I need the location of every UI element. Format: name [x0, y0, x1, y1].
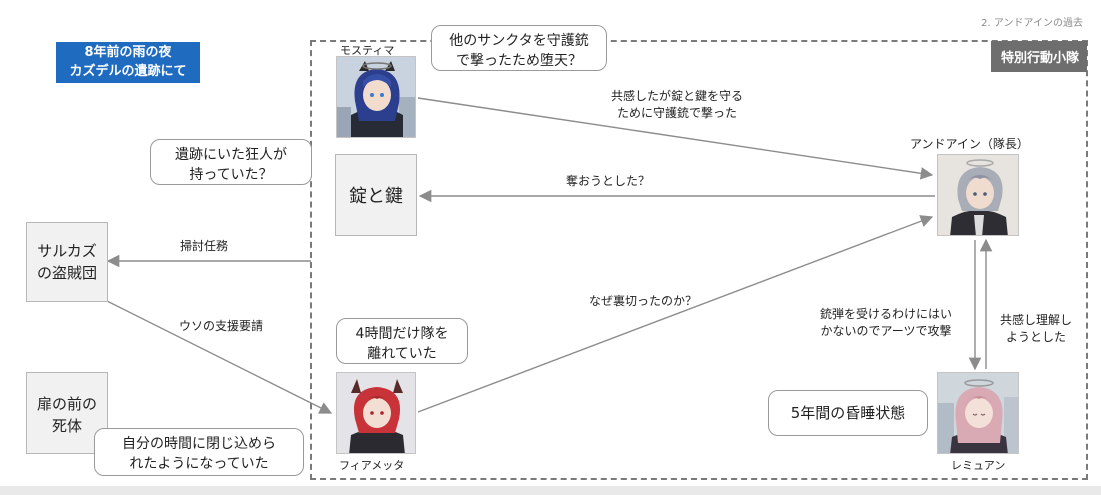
edge-label-fiammetta-andoain: なぜ裏切ったのか？	[568, 293, 718, 310]
slide-subtitle: 2. アンドアインの過去	[981, 14, 1083, 29]
mostima-portrait	[336, 56, 416, 138]
scene-line-1: 8年前の雨の夜	[56, 43, 200, 62]
corpse-bubble-line-2: れたようになっていた	[105, 454, 293, 474]
scene-badge: 8年前の雨の夜 カズデルの遺跡にて	[56, 42, 200, 83]
sarkaz-label-line-1: サルカズ	[37, 240, 97, 262]
edge-label-andoain-lemuen-line-1: 銃弾を受けるわけにはい	[806, 306, 966, 323]
scene-line-2: カズデルの遺跡にて	[56, 62, 200, 81]
corpse-label-line-1: 扉の前の	[37, 393, 97, 415]
andoain-portrait	[937, 154, 1019, 236]
edge-label-sarkaz-fiammetta: ウソの支援要請	[156, 318, 286, 335]
andoain-name: アンドアイン（隊長）	[910, 135, 1029, 152]
lemuen-name: レミュアン	[951, 457, 1005, 473]
lemuen-figure	[938, 373, 1019, 454]
sarkaz-label-line-2: の盗賊団	[37, 262, 97, 284]
corpse-label-line-2: 死体	[52, 415, 82, 437]
mostima-bubble: 他のサンクタを守護銃 で撃ったため堕天？	[431, 25, 607, 71]
fiammetta-bubble-line-2: 離れていた	[347, 344, 457, 364]
edge-label-mostima-andoain-line-2: ために守護銃で撃った	[592, 105, 762, 122]
mostima-figure	[337, 57, 416, 138]
mostima-bubble-line-1: 他のサンクタを守護銃	[442, 31, 596, 51]
lemuen-portrait	[937, 372, 1019, 454]
lock-and-key-box: 錠と鍵	[335, 154, 417, 236]
sarkaz-bandits-box: サルカズ の盗賊団	[26, 222, 108, 302]
edge-label-lemuen-andoain: 共感し理解し ようとした	[990, 312, 1082, 346]
corpse-bubble-line-1: 自分の時間に閉じ込めら	[105, 434, 293, 454]
corpse-bubble: 自分の時間に閉じ込めら れたようになっていた	[94, 428, 304, 476]
fiammetta-portrait	[336, 372, 416, 454]
edge-label-andoain-lock: 奪おうとした？	[548, 173, 668, 190]
edge-label-group-sarkaz: 掃討任務	[164, 238, 244, 255]
lemuen-bubble: 5年間の昏睡状態	[768, 390, 928, 436]
andoain-figure	[938, 155, 1019, 236]
lemuen-bubble-text: 5年間の昏睡状態	[791, 404, 906, 422]
lock-and-key-label: 錠と鍵	[349, 182, 403, 208]
lock-key-bubble-line-1: 遺跡にいた狂人が	[161, 145, 301, 165]
mostima-bubble-line-2: で撃ったため堕天？	[442, 51, 596, 71]
fiammetta-name: フィアメッタ	[339, 457, 404, 473]
edge-label-andoain-lemuen-line-2: かないのでアーツで攻撃	[806, 323, 966, 340]
edge-label-mostima-andoain-line-1: 共感したが錠と鍵を守る	[592, 88, 762, 105]
lock-key-bubble: 遺跡にいた狂人が 持っていた？	[150, 139, 312, 185]
special-squad-label: 特別行動小隊	[991, 41, 1087, 72]
fiammetta-bubble: 4時間だけ隊を 離れていた	[336, 318, 468, 364]
edge-label-mostima-andoain: 共感したが錠と鍵を守る ために守護銃で撃った	[592, 88, 762, 122]
edge-label-lemuen-andoain-line-1: 共感し理解し	[990, 312, 1082, 329]
edge-label-andoain-lemuen: 銃弾を受けるわけにはい かないのでアーツで攻撃	[806, 306, 966, 340]
fiammetta-figure	[337, 373, 416, 454]
bottom-strip	[0, 486, 1101, 495]
lock-key-bubble-line-2: 持っていた？	[161, 165, 301, 185]
edge-label-lemuen-andoain-line-2: ようとした	[990, 329, 1082, 346]
fiammetta-bubble-line-1: 4時間だけ隊を	[347, 324, 457, 344]
